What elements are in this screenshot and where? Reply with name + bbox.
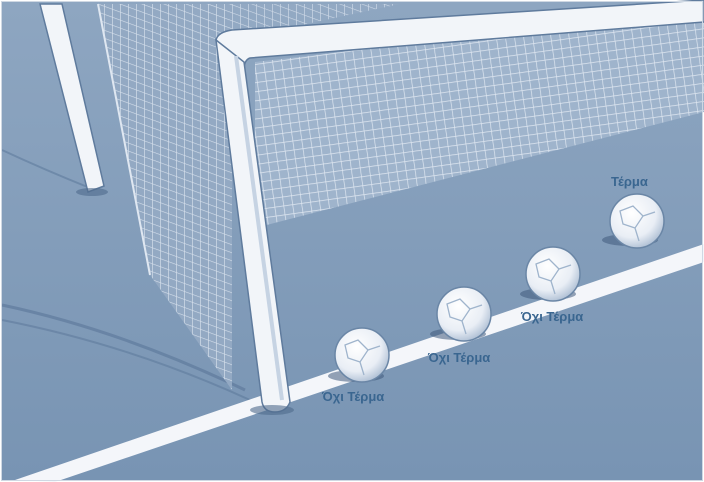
ball-icon: [610, 194, 664, 248]
ball-3-label: Όχι Τέρμα: [520, 309, 583, 324]
ball-1-label: Όχι Τέρμα: [321, 389, 384, 404]
goal-post-shadow: [250, 405, 294, 415]
ball-icon: [526, 247, 580, 301]
ball-2-label: Όχι Τέρμα: [427, 350, 490, 365]
ball-icon: [437, 287, 491, 341]
ball-icon: [335, 328, 389, 382]
rear-post-shadow: [76, 188, 108, 196]
ball-4-label: Τέρμα: [611, 174, 648, 189]
